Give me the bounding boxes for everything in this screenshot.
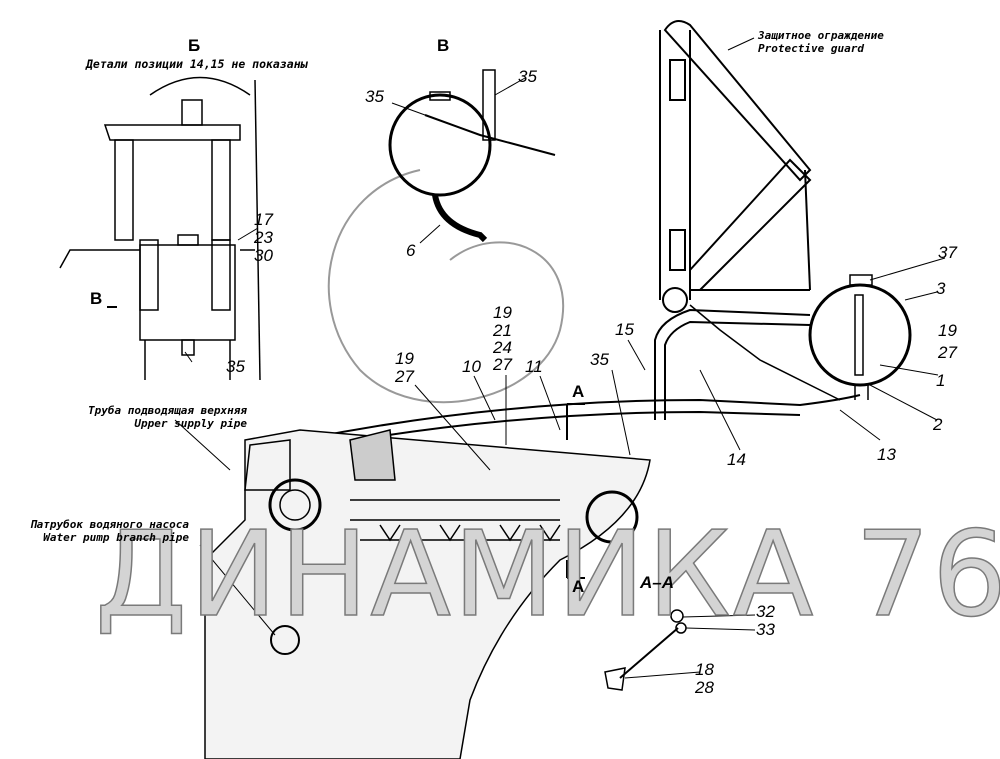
watermark-swirl [327,169,565,404]
callout-number: 18 [695,660,714,679]
pump-pipe-label: Патрубок водяного насоса Water pump bran… [30,518,189,544]
callout-number: 2 [933,415,943,434]
view-b-detail [59,76,261,381]
callout-number: 14 [727,450,746,469]
pump-pipe-label-en: Water pump branch pipe [43,531,189,544]
callout-number: 35 [226,357,245,376]
section-aa-title: А–А [640,573,675,592]
leader-lines [107,37,946,679]
callout-number: 32 [756,602,775,621]
view-b-note: Детали позиции 14,15 не показаны [86,57,308,71]
guard-label: Защитное ограждение Protective guard [758,29,884,55]
view-v-marker: В [90,289,103,308]
callout-number: 28 [695,678,714,697]
guard-label-ru: Защитное ограждение [758,29,884,42]
pipes [299,304,861,451]
view-b-title: Б [188,36,201,55]
callout-number: 19 [395,349,414,368]
callout-number: 19 [493,303,512,322]
callout-number: 33 [756,620,775,639]
upper-pipe-label-en: Upper supply pipe [134,417,247,430]
watermark: ДИНАМИКА 76 [94,504,1000,644]
callout-number: 11 [525,357,543,376]
callout-number: 3 [936,279,946,298]
callout-number: 6 [406,241,416,260]
protective-guard [659,20,812,313]
section-a-marker-top: А [572,382,585,401]
callout-number: 35 [365,87,384,106]
upper-pipe-label: Труба подводящая верхняя Upper supply pi… [88,404,247,430]
upper-pipe-label-ru: Труба подводящая верхняя [88,404,247,417]
pump-pipe-label-ru: Патрубок водяного насоса [30,518,189,531]
callout-number: 13 [877,445,896,464]
callout-number: 23 [254,228,273,247]
callout-number: 35 [518,67,537,86]
expansion-tank [808,274,912,400]
callout-number: 1 [936,371,946,390]
view-v-title: В [437,36,450,55]
callout-number: 27 [938,343,957,362]
section-a-marker-bottom: А [572,577,585,596]
engine-block [204,429,651,759]
callout-number: 10 [462,357,481,376]
callout-number: 37 [938,243,957,262]
callout-number: 35 [590,350,609,369]
guard-label-en: Protective guard [758,42,864,55]
callout-number: 21 [493,321,512,340]
callout-number: 27 [493,355,512,374]
callout-number: 30 [254,246,273,265]
callout-number: 24 [493,338,512,357]
callout-number: 15 [615,320,634,339]
callout-number: 27 [395,367,414,386]
view-v-detail [388,69,556,243]
callout-number: 17 [254,210,273,229]
callout-number: 19 [938,321,957,340]
